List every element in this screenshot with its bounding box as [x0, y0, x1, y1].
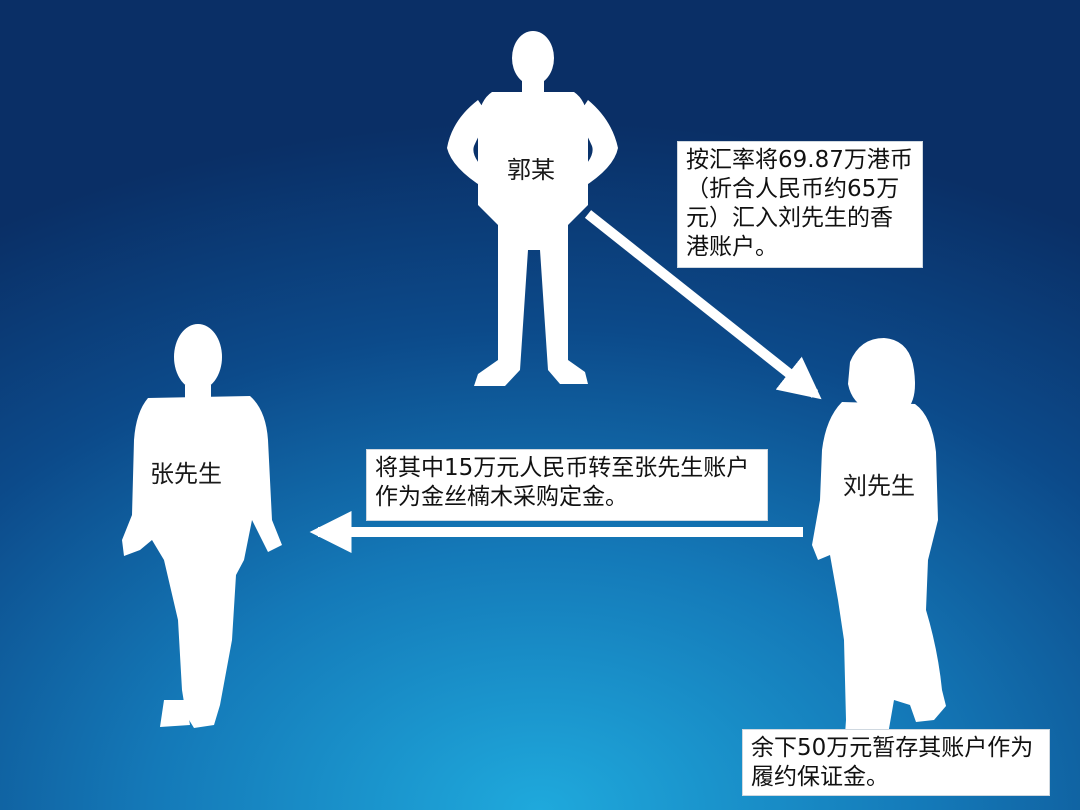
arrow-guo-to-liu: [584, 210, 822, 400]
person-label-zhang: 张先生: [150, 460, 222, 488]
note-deposit-15: 将其中15万元人民币转至张先生账户作为金丝楠木采购定金。: [366, 449, 768, 521]
person-guo-silhouette: [447, 31, 618, 386]
person-zhang-silhouette: [122, 324, 282, 728]
person-liu-silhouette: [812, 338, 946, 792]
person-label-guo: 郭某: [507, 156, 555, 184]
note-transfer-hk: 按汇率将69.87万港币（折合人民币约65万元）汇入刘先生的香港账户。: [677, 141, 923, 268]
note-remaining-50: 余下50万元暂存其账户作为履约保证金。: [742, 729, 1050, 796]
person-label-liu: 刘先生: [843, 472, 915, 500]
